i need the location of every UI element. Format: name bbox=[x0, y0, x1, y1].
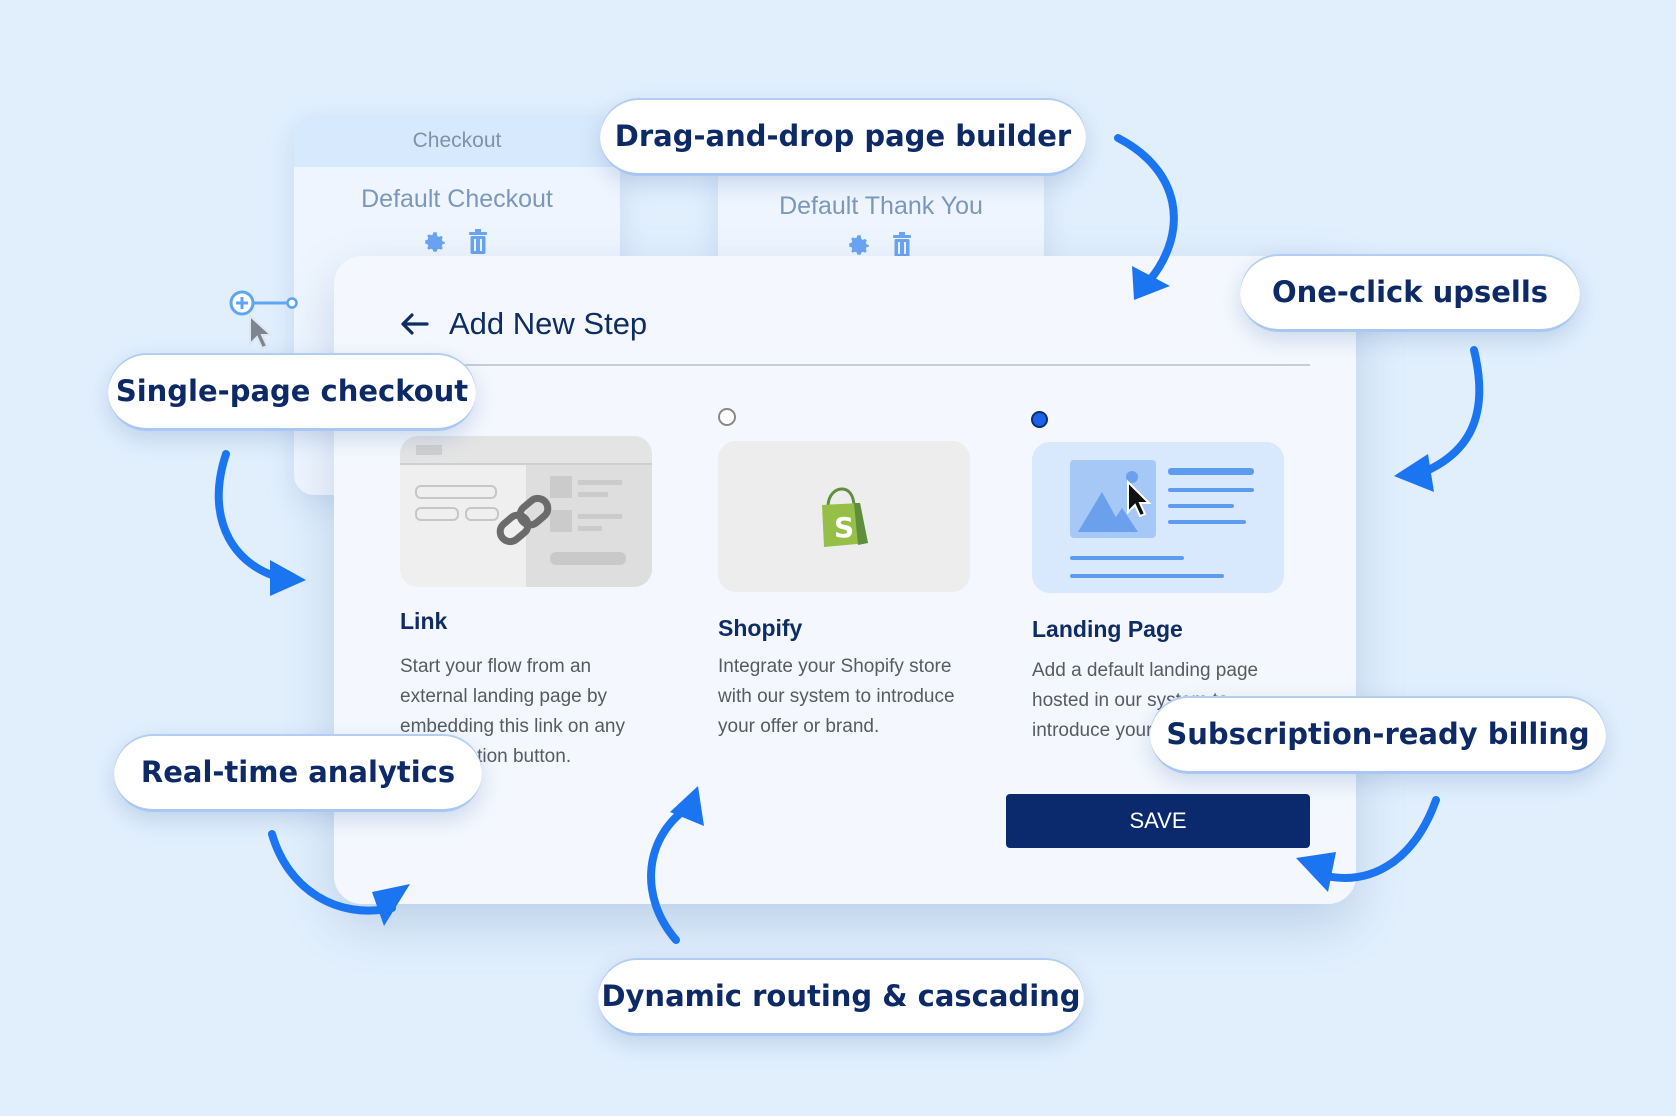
shopify-logo-icon: S bbox=[718, 441, 970, 592]
feature-one-click-label: One-click upsells bbox=[1240, 254, 1580, 332]
checkout-card-title: Default Checkout bbox=[361, 185, 553, 213]
curved-arrow-icon bbox=[1296, 796, 1440, 892]
back-arrow-icon[interactable] bbox=[399, 312, 429, 336]
feature-routing-label: Dynamic routing & cascading bbox=[598, 958, 1084, 1036]
shopify-radio[interactable] bbox=[718, 408, 736, 426]
trash-icon[interactable] bbox=[466, 229, 490, 255]
landing-page-option-title: Landing Page bbox=[1032, 616, 1183, 642]
curved-arrow-icon bbox=[647, 786, 704, 944]
feature-subscription-label: Subscription-ready billing bbox=[1150, 696, 1606, 774]
link-illustration bbox=[400, 436, 652, 587]
link-option-card[interactable] bbox=[400, 436, 652, 587]
shopify-option-description: Integrate your Shopify store with our sy… bbox=[718, 656, 955, 737]
title-divider bbox=[400, 364, 1310, 366]
feature-single-page-label: Single-page checkout bbox=[108, 353, 476, 431]
landing-page-option-card[interactable] bbox=[1032, 442, 1284, 593]
save-button[interactable]: SAVE bbox=[1006, 794, 1310, 848]
page-title: Add New Step bbox=[449, 306, 648, 341]
curved-arrow-icon bbox=[268, 830, 410, 926]
curved-arrow-icon bbox=[214, 450, 306, 596]
landing-page-radio[interactable] bbox=[1031, 411, 1048, 428]
svg-text:S: S bbox=[834, 511, 854, 544]
link-option-title: Link bbox=[400, 608, 448, 634]
curved-arrow-icon bbox=[1394, 346, 1484, 492]
curved-arrow-icon bbox=[1114, 134, 1178, 300]
gear-icon[interactable] bbox=[846, 232, 872, 258]
trash-icon[interactable] bbox=[890, 232, 914, 258]
feature-analytics-label: Real-time analytics bbox=[114, 734, 482, 812]
shopify-option-card[interactable]: S bbox=[718, 441, 970, 592]
feature-drag-drop-label: Drag-and-drop page builder bbox=[600, 98, 1086, 176]
checkout-card-header: Checkout bbox=[294, 115, 620, 167]
landing-page-illustration bbox=[1032, 442, 1284, 593]
add-step-panel: Add New Step Link Start your flow fr bbox=[334, 256, 1356, 904]
gear-icon[interactable] bbox=[422, 229, 448, 255]
thankyou-card-title: Default Thank You bbox=[779, 192, 983, 220]
add-step-connector-icon[interactable] bbox=[228, 288, 302, 358]
shopify-option-title: Shopify bbox=[718, 615, 803, 641]
mouse-cursor-icon bbox=[249, 314, 274, 350]
